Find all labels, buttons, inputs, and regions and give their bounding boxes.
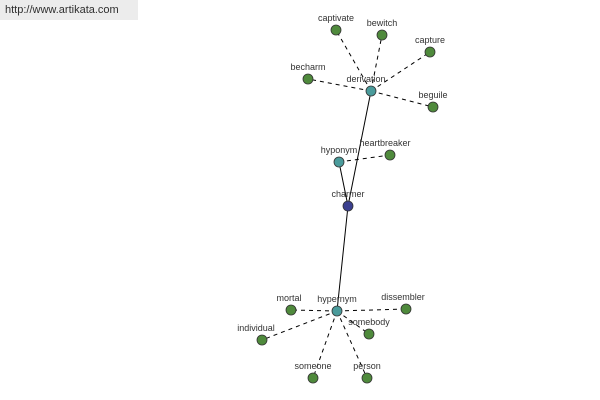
node-mortal-label: mortal: [276, 293, 301, 303]
node-hypernym-circle[interactable]: [331, 305, 343, 317]
node-someone[interactable]: someone: [294, 361, 332, 384]
edge-derivation-bewitch: [370, 34, 383, 92]
node-hypernym[interactable]: hypernym: [317, 294, 357, 317]
edges-layer: [261, 29, 434, 379]
node-somebody-circle[interactable]: [363, 328, 375, 340]
node-mortal[interactable]: mortal: [276, 293, 302, 316]
edge-hypernym-individual: [261, 310, 338, 341]
edge-derivation-capture: [370, 51, 431, 92]
node-capture-circle[interactable]: [424, 46, 436, 58]
node-hyponym-circle[interactable]: [333, 156, 345, 168]
node-charmer-circle[interactable]: [342, 200, 354, 212]
edge-derivation-captivate: [335, 29, 372, 92]
node-bewitch-label: bewitch: [367, 18, 398, 28]
nodes-layer: charmer derivation hyponym hypernym captivat…: [237, 13, 448, 384]
node-hyponym-label: hyponym: [321, 145, 358, 155]
node-derivation[interactable]: derivation: [346, 74, 386, 97]
edge-charmer-hypernym: [336, 205, 349, 312]
node-bewitch[interactable]: bewitch: [367, 18, 398, 41]
node-dissembler[interactable]: dissembler: [381, 292, 425, 315]
node-heartbreaker-circle[interactable]: [384, 149, 396, 161]
node-person[interactable]: person: [353, 361, 381, 384]
edge-hypernym-someone: [312, 310, 338, 379]
node-capture[interactable]: capture: [415, 35, 445, 58]
node-somebody-label: somebody: [348, 317, 390, 327]
node-person-circle[interactable]: [361, 372, 373, 384]
node-bewitch-circle[interactable]: [376, 29, 388, 41]
node-someone-circle[interactable]: [307, 372, 319, 384]
node-heartbreaker[interactable]: heartbreaker: [359, 138, 411, 161]
node-heartbreaker-label: heartbreaker: [359, 138, 410, 148]
edge-derivation-becharm: [307, 78, 372, 92]
edge-charmer-hyponym: [338, 161, 349, 207]
node-capture-label: capture: [415, 35, 445, 45]
edge-charmer-derivation: [347, 90, 372, 207]
node-beguile[interactable]: beguile: [418, 90, 448, 113]
node-beguile-circle[interactable]: [427, 101, 439, 113]
edge-hyponym-heartbreaker: [338, 154, 391, 163]
node-hyponym[interactable]: hyponym: [321, 145, 358, 168]
node-dissembler-circle[interactable]: [400, 303, 412, 315]
node-person-label: person: [353, 361, 381, 371]
node-becharm-circle[interactable]: [302, 73, 314, 85]
node-derivation-circle[interactable]: [365, 85, 377, 97]
node-derivation-label: derivation: [346, 74, 385, 84]
node-charmer[interactable]: charmer: [331, 189, 365, 212]
node-captivate[interactable]: captivate: [318, 13, 354, 36]
node-individual-label: individual: [237, 323, 275, 333]
node-individual-circle[interactable]: [256, 334, 268, 346]
node-becharm-label: becharm: [290, 62, 325, 72]
node-mortal-circle[interactable]: [285, 304, 297, 316]
node-charmer-label: charmer: [331, 189, 364, 199]
node-beguile-label: beguile: [418, 90, 447, 100]
node-captivate-circle[interactable]: [330, 24, 342, 36]
edge-derivation-beguile: [370, 90, 434, 108]
site-watermark: http://www.artikata.com: [0, 0, 138, 20]
node-hypernym-label: hypernym: [317, 294, 357, 304]
node-dissembler-label: dissembler: [381, 292, 425, 302]
node-captivate-label: captivate: [318, 13, 354, 23]
node-individual[interactable]: individual: [237, 323, 275, 346]
node-someone-label: someone: [294, 361, 331, 371]
node-becharm[interactable]: becharm: [290, 62, 326, 85]
edge-hypernym-dissembler: [336, 308, 407, 312]
edge-hypernym-mortal: [290, 309, 338, 312]
edge-hypernym-somebody: [336, 310, 370, 335]
node-somebody[interactable]: somebody: [348, 317, 390, 340]
